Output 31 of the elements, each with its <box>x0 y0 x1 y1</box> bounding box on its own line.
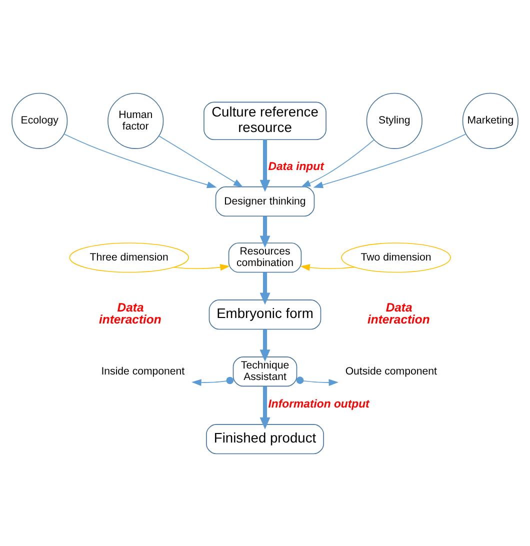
node-box: Resources combination <box>228 242 302 272</box>
node-circle: Ecology <box>12 92 68 148</box>
arrow <box>174 263 230 270</box>
node-box: Designer thinking <box>215 186 315 216</box>
arrow <box>158 135 244 187</box>
arrow <box>300 138 374 187</box>
arrow <box>260 216 270 248</box>
label: Data interaction <box>368 300 430 326</box>
arrow <box>64 133 217 188</box>
node-box: Culture reference resource <box>204 101 326 140</box>
arrow <box>192 376 234 386</box>
arrow <box>313 133 466 188</box>
node-box: Technique Assistant <box>232 356 298 386</box>
node-box: Finished product <box>206 424 324 454</box>
arrow <box>260 328 270 362</box>
node-ellipse: Three dimension <box>69 242 189 272</box>
arrow <box>300 264 355 270</box>
edge-label: Information output <box>268 398 370 410</box>
node-box: Embryonic form <box>208 299 322 330</box>
node-circle: Human factor <box>108 92 164 148</box>
node-text: Outside component <box>345 364 437 377</box>
label: Data interaction <box>98 300 162 326</box>
arrow <box>296 376 339 386</box>
node-circle: Styling <box>366 92 422 148</box>
arrow <box>260 386 270 429</box>
arrow <box>260 139 270 192</box>
edge-label: Data input <box>268 160 324 172</box>
arrow <box>260 272 270 304</box>
node-ellipse: Two dimension <box>341 242 451 272</box>
node-circle: Marketing <box>462 92 518 148</box>
node-text: Inside component <box>101 364 185 377</box>
